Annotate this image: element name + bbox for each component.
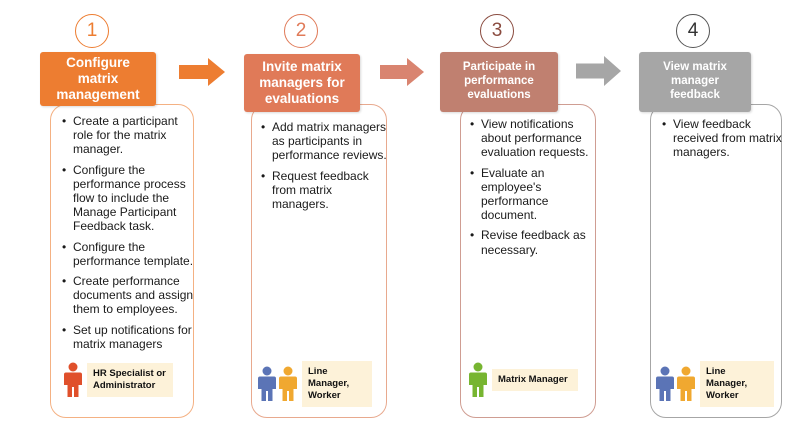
arrow-right-icon — [576, 56, 621, 86]
arrow-right-icon — [179, 58, 225, 86]
list-item: Create performance documents and assign … — [62, 274, 197, 317]
step-4-header: View matrix manager feedback — [639, 52, 751, 112]
step-2-number: 2 — [284, 14, 318, 48]
role-label: HR Specialist or Administrator — [87, 363, 173, 397]
step-3-bullets: View notifications about performance eva… — [468, 117, 603, 263]
step-1-header: Configure matrix management — [40, 52, 156, 106]
person-orange-icon — [279, 366, 297, 401]
person-green-icon — [469, 362, 487, 397]
step-4-number: 4 — [676, 14, 710, 48]
person-blue-icon — [258, 366, 276, 401]
step-3-header: Participate in performance evaluations — [440, 52, 558, 112]
list-item: Add matrix managers as participants in p… — [261, 120, 392, 163]
step-1-number: 1 — [75, 14, 109, 48]
list-item: Evaluate an employee's performance docum… — [470, 166, 603, 223]
person-blue-icon — [656, 366, 674, 401]
person-orange-icon — [677, 366, 695, 401]
arrow-right-icon — [380, 58, 424, 86]
role-label: Line Manager, Worker — [302, 361, 372, 407]
list-item: Create a participant role for the matrix… — [62, 114, 197, 157]
list-item: View notifications about performance eva… — [470, 117, 603, 160]
step-2-header: Invite matrix managers for evaluations — [244, 54, 360, 112]
list-item: Revise feedback as necessary. — [470, 228, 603, 256]
list-item: Configure the performance process flow t… — [62, 163, 197, 234]
step-1-role: HR Specialist or Administrator — [63, 362, 173, 398]
step-4-bullets: View feedback received from matrix manag… — [660, 117, 787, 166]
list-item: Set up notifications for matrix managers — [62, 323, 197, 351]
list-item: View feedback received from matrix manag… — [662, 117, 787, 160]
step-3-role: Matrix Manager — [468, 362, 578, 398]
step-4-role: Line Manager, Worker — [655, 361, 774, 407]
step-2-bullets: Add matrix managers as participants in p… — [259, 120, 392, 217]
person-red-icon — [64, 362, 82, 397]
list-item: Configure the performance template. — [62, 240, 197, 268]
role-label: Line Manager, Worker — [700, 361, 774, 407]
role-label: Matrix Manager — [492, 369, 578, 391]
step-1-bullets: Create a participant role for the matrix… — [60, 114, 197, 357]
step-3-number: 3 — [480, 14, 514, 48]
step-2-role: Line Manager, Worker — [257, 361, 372, 407]
list-item: Request feedback from matrix managers. — [261, 169, 392, 212]
